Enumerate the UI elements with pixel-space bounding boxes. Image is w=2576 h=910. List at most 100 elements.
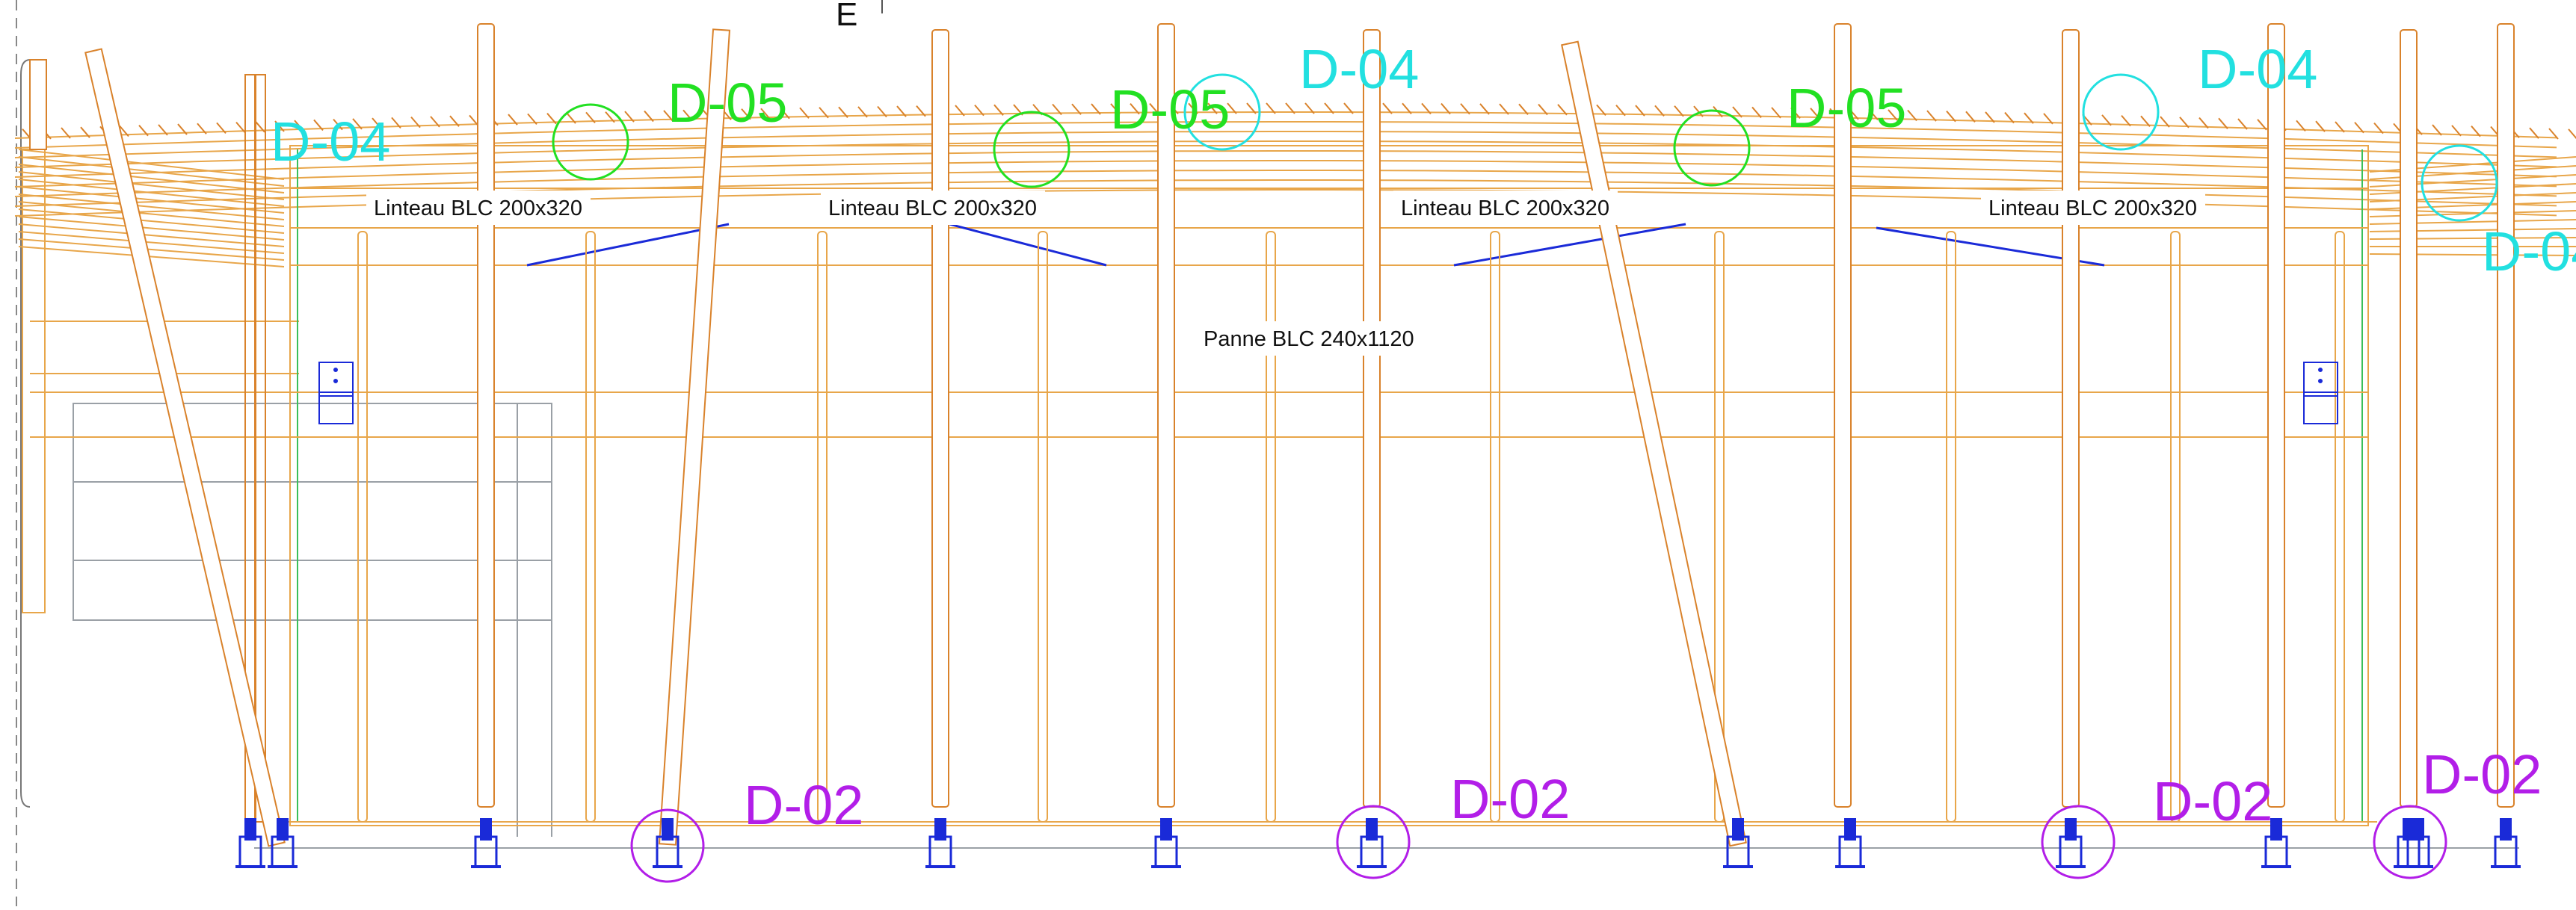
anchor-shoe <box>928 835 952 868</box>
anchor-shoe <box>238 835 262 868</box>
rafter-tick <box>819 107 829 119</box>
callout-d02-c <box>2041 805 2116 879</box>
timber-post <box>1834 23 1852 808</box>
raking-post <box>658 28 731 846</box>
anchor-plate <box>2270 818 2282 841</box>
callout-d02-a <box>630 808 705 883</box>
rafter-tick <box>1052 103 1062 116</box>
light-stud <box>2335 231 2345 823</box>
rafter-tick <box>2548 128 2559 140</box>
rafter-tick <box>2373 122 2384 134</box>
linteau-label-1: Linteau BLC 200x320 <box>374 196 582 220</box>
bracing <box>526 223 2105 267</box>
member-labels: Linteau BLC 200x320 Linteau BLC 200x320 … <box>366 191 2205 356</box>
rafter-tick <box>799 107 810 119</box>
callout-d04-mid <box>1183 73 1261 151</box>
rafter-tick <box>1771 107 1781 119</box>
rafter-tick <box>974 104 985 117</box>
rafter-tick <box>1479 103 1490 115</box>
rafter-tick <box>1324 102 1334 114</box>
light-stud <box>1714 231 1725 823</box>
anchor-plate <box>1844 818 1856 841</box>
rafter-tick <box>1285 102 1295 114</box>
rafter-tick <box>955 105 965 117</box>
rafter-tick <box>2198 117 2209 129</box>
rafter-tick <box>605 111 615 123</box>
rafter-tick <box>2140 115 2151 127</box>
roof-layer-line <box>14 160 2557 188</box>
rafter-tick <box>1810 108 1820 120</box>
raking-post <box>84 48 286 847</box>
timber-post <box>2497 23 2515 808</box>
rafter-tick <box>896 105 907 117</box>
wall-outer <box>289 145 2369 826</box>
rafter-tick <box>1538 103 1548 116</box>
rafter-tick <box>2529 127 2539 139</box>
rafter-tick <box>566 112 576 124</box>
rafter-tick <box>2471 126 2481 137</box>
rafter-tick <box>1751 106 1762 119</box>
timber-post <box>477 23 495 808</box>
rafter-tick <box>760 108 771 120</box>
rafter-tick <box>2315 120 2326 132</box>
anchor-plate <box>1160 818 1172 841</box>
left-eave-stripe <box>18 164 285 194</box>
rafter-tick <box>2354 122 2364 134</box>
rafter-tick <box>527 113 537 126</box>
anchor-plate <box>934 818 946 841</box>
linteau-label-4: Linteau BLC 200x320 <box>1988 196 2197 220</box>
tag-d04-top-right: D-04 <box>2198 38 2317 100</box>
rafter-tick <box>2296 120 2306 132</box>
rafter-tick <box>546 113 557 125</box>
rafter-tick <box>1071 103 1082 115</box>
linteau-label-3: Linteau BLC 200x320 <box>1401 196 1609 220</box>
rafter-tick <box>780 108 790 120</box>
anchor-plate <box>2065 818 2077 841</box>
rafter-tick <box>2335 121 2345 133</box>
rafter-tick <box>2101 114 2112 126</box>
left-eave-stripe <box>18 171 285 200</box>
rafter-tick <box>197 123 207 134</box>
callout-d05-a <box>552 103 629 181</box>
rafter-tick <box>916 105 926 117</box>
anchor-shoe <box>2494 835 2518 868</box>
rafter-tick <box>119 125 129 137</box>
raking-post <box>1561 40 1747 847</box>
electrical-box-right <box>2303 362 2338 424</box>
timber-post <box>1363 29 1381 808</box>
anchor-shoe <box>1360 835 1384 868</box>
rafter-tick <box>449 115 460 127</box>
rafter-tick <box>1615 105 1626 117</box>
end-post <box>254 74 266 823</box>
callout-d04-right <box>2082 73 2160 151</box>
rafter-tick <box>1674 105 1684 117</box>
detail-tags: D-04 D-05 D-05 D-04 D-05 D-04 D-04 D-02 … <box>271 38 2576 836</box>
tag-d05-b: D-05 <box>1110 78 1230 140</box>
rafter-tick <box>993 104 1004 116</box>
anchor-shoe <box>2059 835 2083 868</box>
rafter-tick <box>2218 117 2228 129</box>
rafter-tick <box>838 106 848 118</box>
rafter-tick <box>333 118 343 131</box>
roof-layer-line <box>14 150 2557 178</box>
rafter-tick <box>372 117 382 129</box>
rafter-tick <box>1091 103 1101 115</box>
callout-d02-d <box>2373 805 2447 879</box>
left-eave-stripe <box>18 246 285 267</box>
rafter-tick <box>2432 124 2442 136</box>
rafter-tick <box>1499 103 1509 115</box>
roof-layer-line <box>14 140 2557 168</box>
anchor-plate <box>277 818 289 841</box>
rafter-tick <box>1110 103 1121 115</box>
rafter-tick <box>1946 111 1956 123</box>
left-eave-stripe <box>18 186 285 214</box>
timber-post <box>2062 29 2080 808</box>
rafter-tick <box>2237 118 2248 130</box>
rafter-tick <box>1693 105 1704 117</box>
callout-d04-edge <box>2421 144 2498 222</box>
rafter-tick <box>1188 102 1198 114</box>
left-eave-stripe <box>18 201 285 227</box>
left-eave-stripe <box>18 156 285 187</box>
tag-d05-a: D-05 <box>668 72 787 134</box>
